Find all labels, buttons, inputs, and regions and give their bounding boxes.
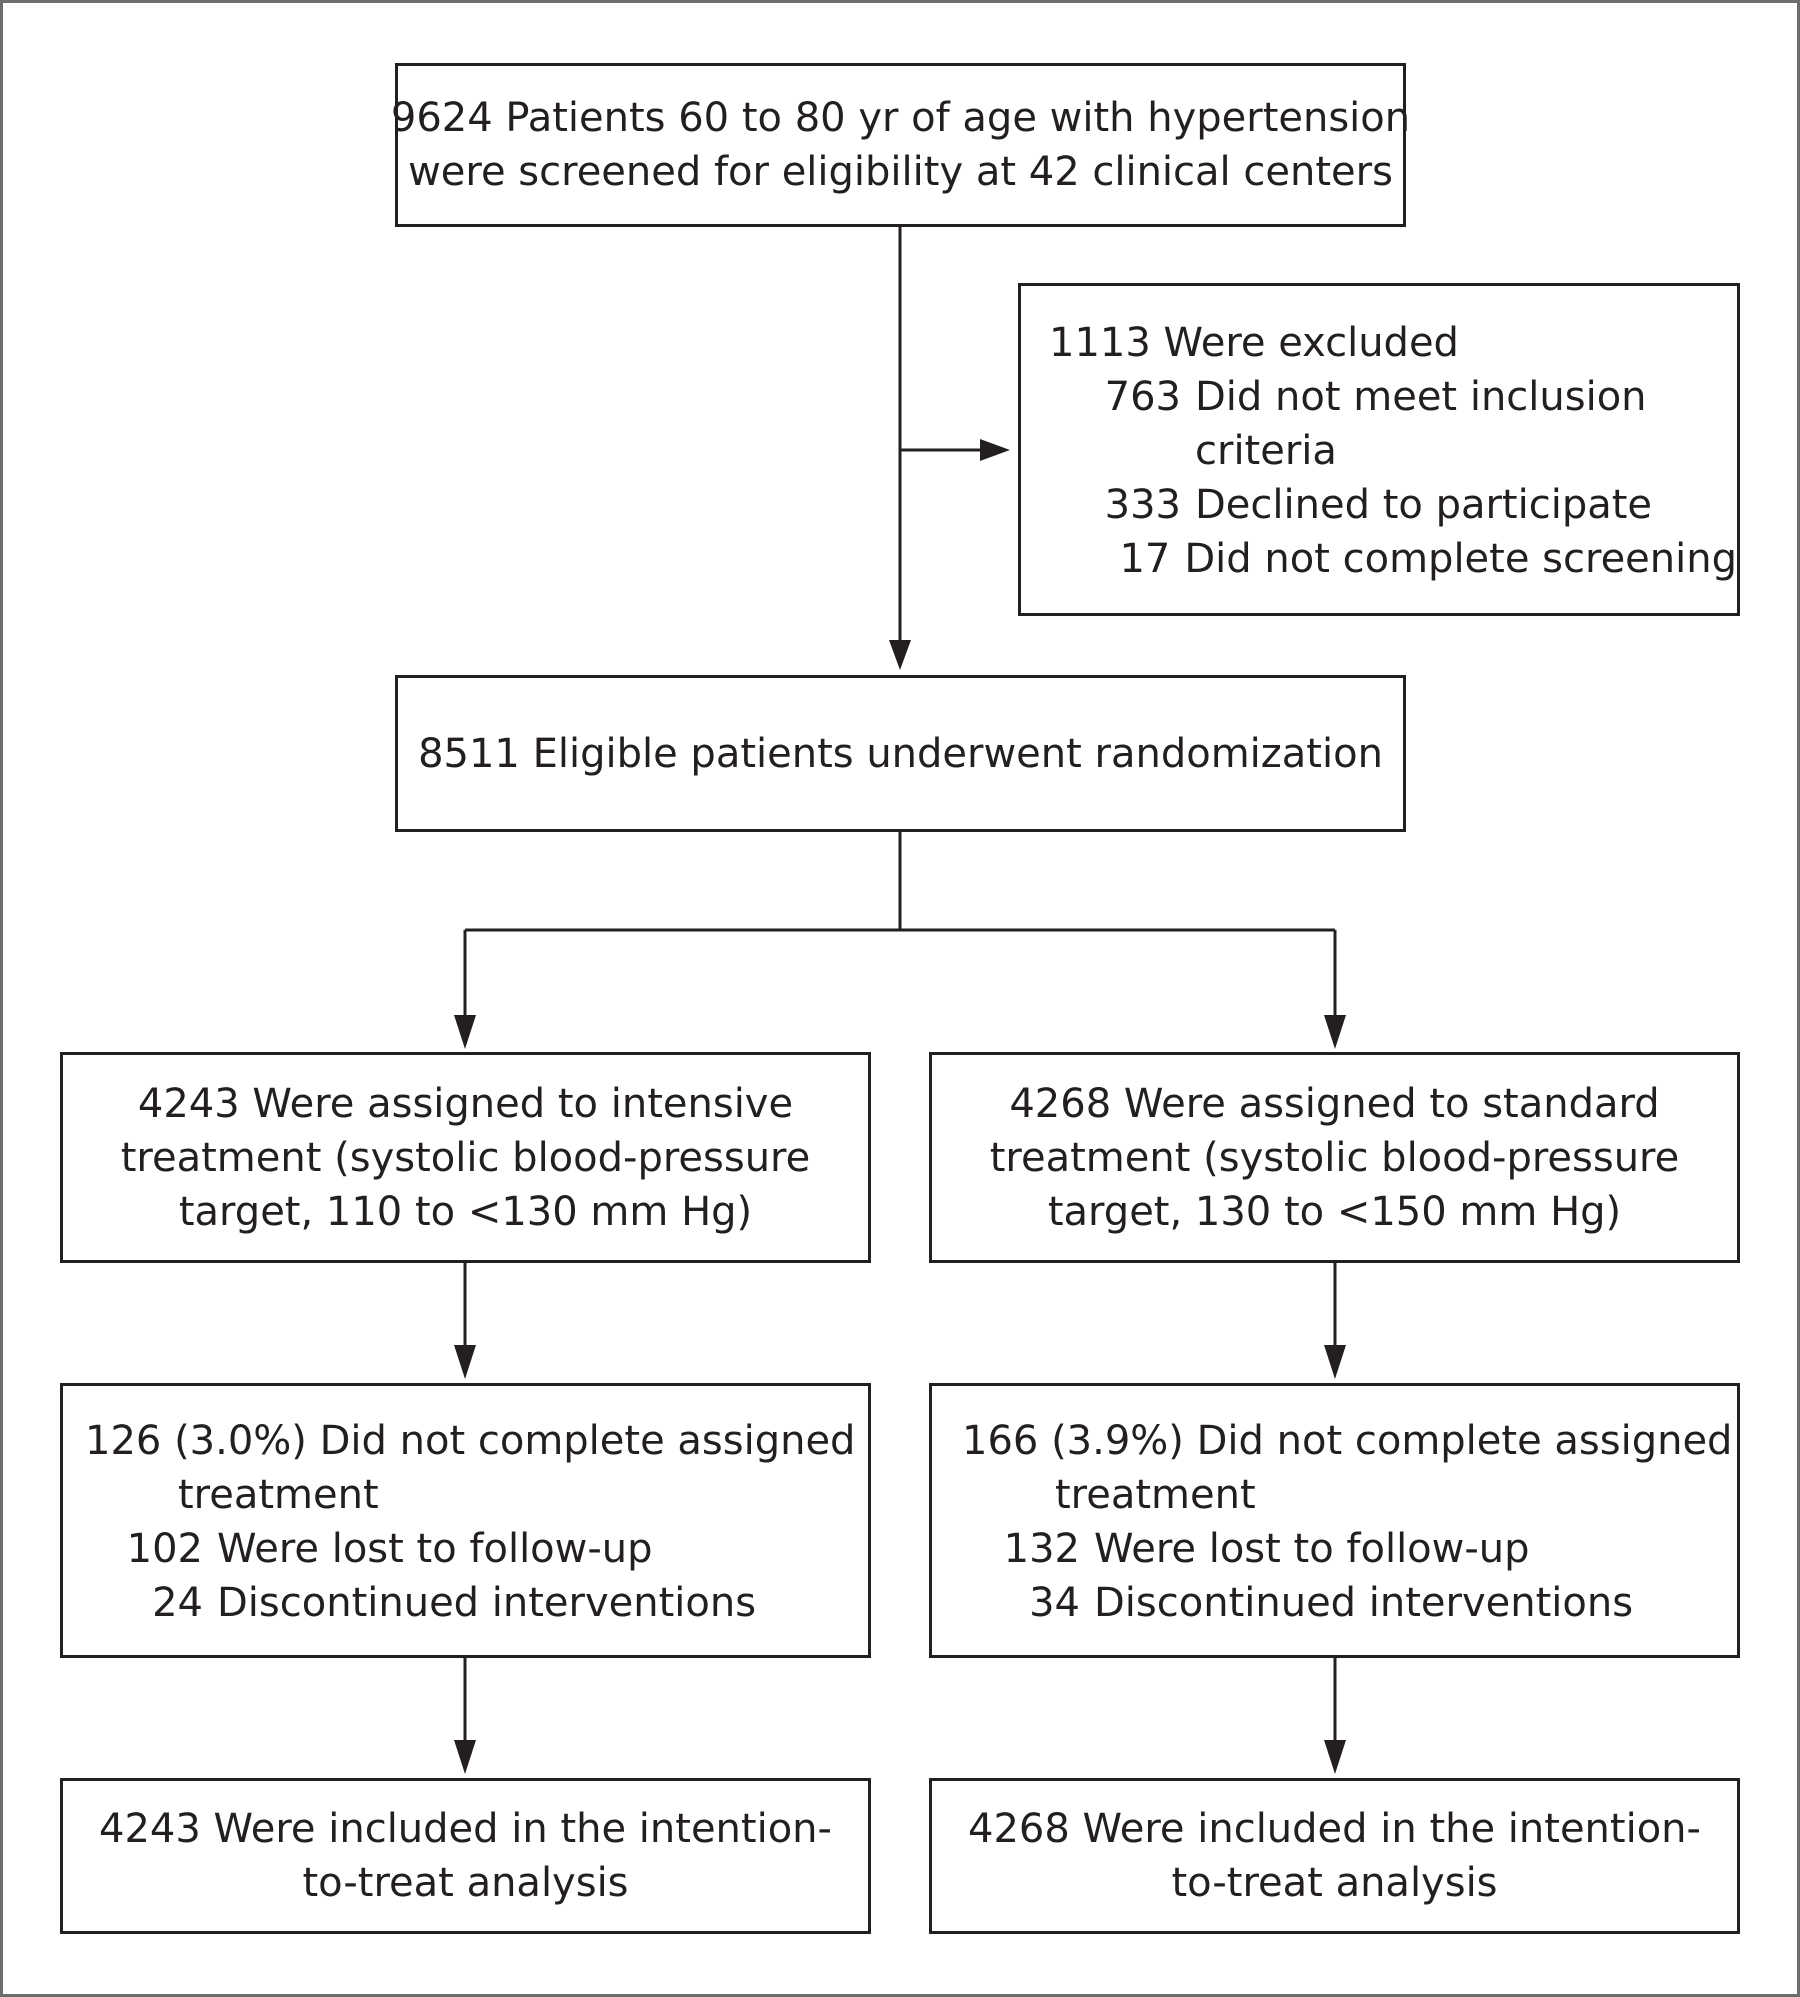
intensive-analysis-line-2: to-treat analysis: [302, 1860, 629, 1906]
standard-lost-count: 132: [1003, 1526, 1080, 1572]
excluded-item-label: Did not complete screening: [1184, 536, 1737, 582]
intensive-incomplete-header-continued: treatment: [178, 1472, 379, 1518]
intensive-assigned-line-2: treatment (systolic blood-pressure: [120, 1134, 811, 1181]
randomization-line-1: 8511 Eligible patients underwent randomi…: [418, 730, 1383, 777]
standard-incomplete-header: 166 (3.9%) Did not complete assigned: [962, 1418, 1733, 1464]
standard-assigned-line-1: 4268 Were assigned to standard: [1009, 1080, 1660, 1127]
intensive-discontinued: 24 Discontinued interventions: [85, 1576, 868, 1630]
arrowhead-to-randomization: [889, 640, 911, 670]
arrowhead-to-intensive-assigned: [454, 1015, 476, 1049]
standard-lost-label: Were lost to follow-up: [1094, 1526, 1530, 1572]
intensive-lost-count: 102: [126, 1526, 203, 1572]
excluded-box: 1113 Were excluded 763 Did not meet incl…: [1018, 283, 1740, 616]
excluded-item-count: 763: [1104, 374, 1181, 420]
arrowhead-to-standard-assigned: [1324, 1015, 1346, 1049]
intensive-assigned-box: 4243 Were assigned to intensive treatmen…: [60, 1052, 871, 1263]
screening-line-2: were screened for eligibility at 42 clin…: [408, 149, 1393, 195]
standard-incomplete-header-continued: treatment: [1055, 1472, 1256, 1518]
standard-discontinued-count: 34: [1029, 1580, 1080, 1626]
arrowhead-to-standard-analysis: [1324, 1740, 1346, 1774]
randomization-box: 8511 Eligible patients underwent randomi…: [395, 675, 1406, 832]
arrowhead-to-intensive-incomplete: [454, 1345, 476, 1379]
standard-assigned-box: 4268 Were assigned to standard treatment…: [929, 1052, 1740, 1263]
screening-box: 9624 Patients 60 to 80 yr of age with hy…: [391, 63, 1410, 227]
standard-discontinued-label: Discontinued interventions: [1094, 1580, 1634, 1626]
excluded-item-label-continued: criteria: [1195, 428, 1337, 474]
arrowhead-to-standard-incomplete: [1324, 1345, 1346, 1379]
excluded-item-incomplete-screening: 17 Did not complete screening: [1049, 532, 1737, 586]
intensive-assigned-line-1: 4243 Were assigned to intensive: [137, 1080, 794, 1127]
excluded-item-declined: 333 Declined to participate: [1049, 478, 1737, 532]
intensive-incomplete-box: 126 (3.0%) Did not complete assigned tre…: [60, 1383, 871, 1658]
intensive-incomplete-header: 126 (3.0%) Did not complete assigned: [85, 1418, 856, 1464]
intensive-analysis-line-1: 4243 Were included in the intention-: [99, 1806, 832, 1852]
standard-incomplete-box: 166 (3.9%) Did not complete assigned tre…: [929, 1383, 1740, 1658]
intensive-lost-label: Were lost to follow-up: [217, 1526, 653, 1572]
excluded-item-not-eligible: 763 Did not meet inclusion: [1049, 370, 1737, 424]
excluded-item-label: Did not meet inclusion: [1195, 374, 1647, 420]
intensive-discontinued-label: Discontinued interventions: [217, 1580, 757, 1626]
excluded-item-count: 17: [1119, 536, 1171, 582]
standard-discontinued: 34 Discontinued interventions: [962, 1576, 1737, 1630]
intensive-lost-to-followup: 102 Were lost to follow-up: [85, 1522, 868, 1576]
standard-assigned-line-3: target, 130 to <150 mm Hg): [1047, 1188, 1622, 1235]
intensive-analysis-box: 4243 Were included in the intention- to-…: [60, 1778, 871, 1934]
standard-analysis-line-1: 4268 Were included in the intention-: [968, 1806, 1701, 1852]
screening-line-1: 9624 Patients 60 to 80 yr of age with hy…: [390, 95, 1411, 141]
arrowhead-to-excluded: [980, 439, 1010, 461]
excluded-item-label: Declined to participate: [1195, 482, 1653, 528]
standard-analysis-box: 4268 Were included in the intention- to-…: [929, 1778, 1740, 1934]
standard-lost-to-followup: 132 Were lost to follow-up: [962, 1522, 1737, 1576]
excluded-item-count: 333: [1104, 482, 1181, 528]
excluded-header: 1113 Were excluded: [1049, 320, 1459, 366]
standard-assigned-line-2: treatment (systolic blood-pressure: [989, 1134, 1680, 1181]
intensive-assigned-line-3: target, 110 to <130 mm Hg): [178, 1188, 753, 1235]
standard-analysis-line-2: to-treat analysis: [1171, 1860, 1498, 1906]
arrowhead-to-intensive-analysis: [454, 1740, 476, 1774]
intensive-discontinued-count: 24: [152, 1580, 203, 1626]
